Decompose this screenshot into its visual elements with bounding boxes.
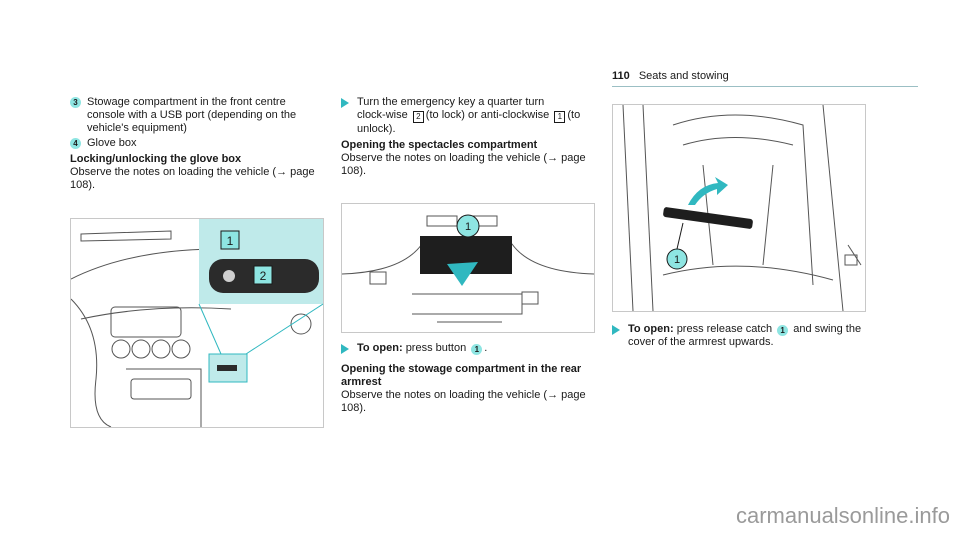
section-title: Seats and stowing [638,70,729,82]
instruction-step: To open: press button 1. [341,342,593,355]
step-arrow-icon [612,325,620,335]
note-text: Observe the notes on loading the vehicle… [341,152,586,177]
callout-badge: 4 [70,138,81,149]
column-2: Turn the emergency key a quarter turn cl… [341,96,593,178]
item-text: Stowage compartment in the front centre … [87,96,297,134]
callout-badge: 1 [471,344,483,355]
fig-callout-2: 2 [260,269,267,283]
column-2-lower: To open: press button 1. Opening the sto… [341,342,593,415]
column-3: To open: press release catch 1 and swing… [612,323,864,349]
section-heading: Opening the stowage compartment in the r… [341,363,582,388]
step-arrow-icon [341,344,349,354]
fig-callout-1: 1 [674,254,680,266]
watermark: carmanualsonline.info [735,503,950,528]
header-divider [612,86,918,87]
note-text: Observe the notes on loading the vehicle… [70,166,315,191]
fig-callout-1: 1 [465,221,471,233]
step-arrow-icon [341,98,349,108]
key-2-symbol: 2 [412,111,424,123]
page-header: 110 Seats and stowing [612,70,918,82]
rear-armrest-illustration: 1 [612,104,866,312]
step-text: Turn the emergency key a quarter turn cl… [357,96,581,135]
instruction-step: To open: press release catch 1 and swing… [612,323,864,349]
instruction-step: Turn the emergency key a quarter turn cl… [341,96,593,136]
spectacles-compartment-illustration: 1 [341,203,595,333]
item-text: Glove box [87,137,137,149]
callout-badge: 3 [70,97,81,108]
page-number: 110 [612,70,630,82]
callout-badge: 1 [777,325,789,336]
fig-callout-1: 1 [227,234,234,248]
list-item: 3 Stowage compartment in the front centr… [70,96,320,135]
key-1-symbol: 1 [554,111,566,123]
list-item: 4 Glove box [70,137,320,150]
glove-box-illustration: 1 2 [70,218,324,428]
section-heading: Locking/unlocking the glove box [70,153,242,165]
column-1: 3 Stowage compartment in the front centr… [70,96,320,192]
note-text: Observe the notes on loading the vehicle… [341,389,586,414]
section-heading: Opening the spectacles compartment [341,139,538,151]
